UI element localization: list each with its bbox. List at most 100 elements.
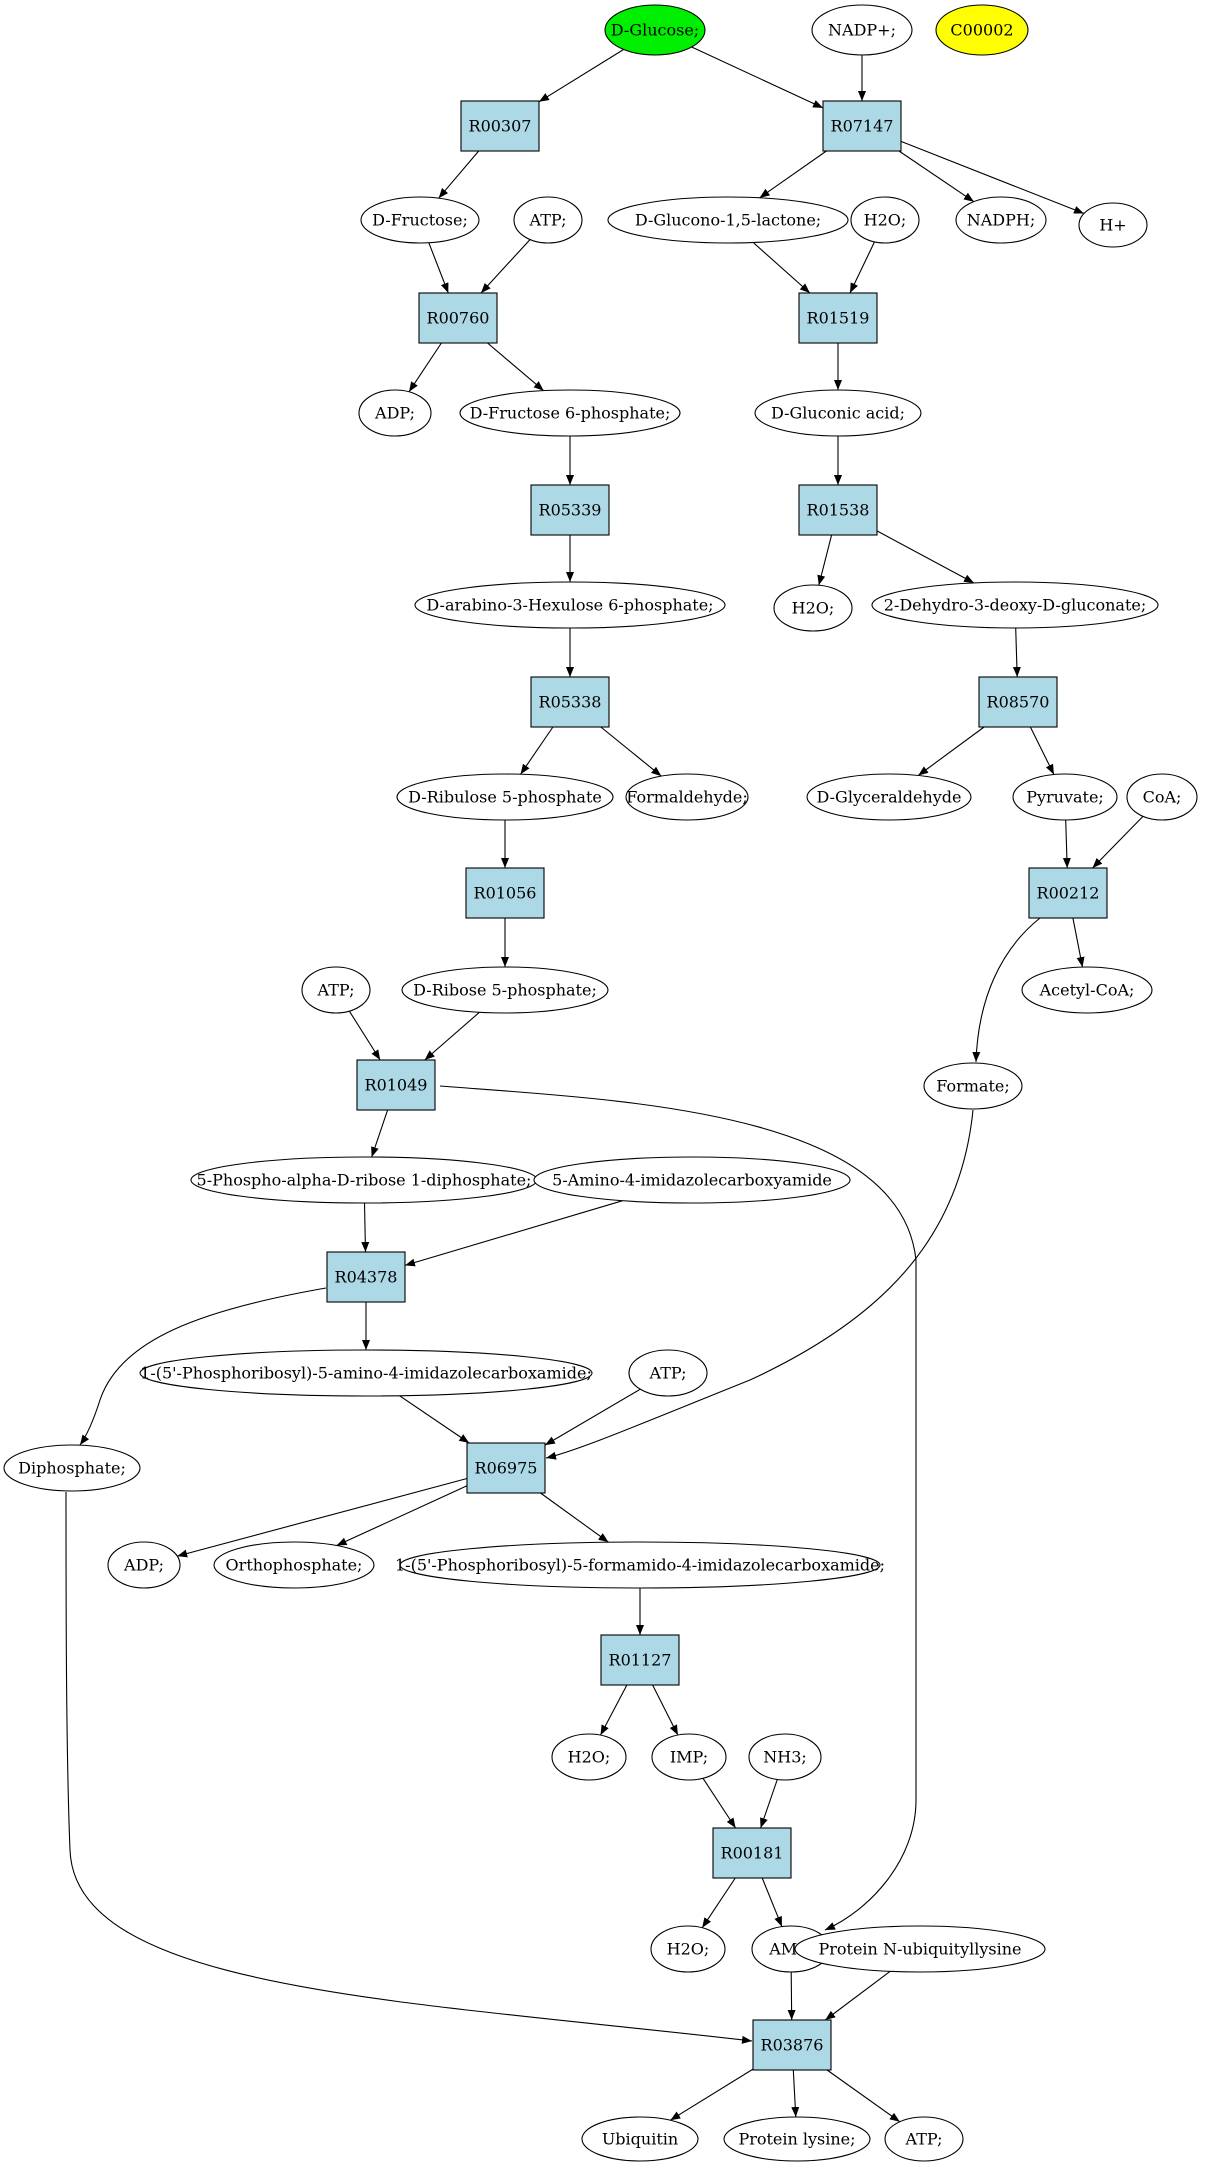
compound-node-h2o2[interactable]: H2O; bbox=[773, 584, 853, 632]
compound-node-c00002[interactable]: C00002 bbox=[935, 4, 1029, 56]
edge-r01538-to-kdg bbox=[876, 530, 975, 584]
compound-node-ribulose[interactable]: D-Ribulose 5-phosphate bbox=[396, 773, 614, 821]
compound-node-aicar[interactable]: 1-(5'-Phosphoribosyl)-5-amino-4-imidazol… bbox=[139, 1349, 593, 1397]
compound-ellipse bbox=[923, 1062, 1023, 1110]
reaction-box bbox=[1028, 867, 1108, 919]
compound-node-faicar[interactable]: 1-(5'-Phosphoribosyl)-5-formamido-4-imid… bbox=[395, 1541, 885, 1589]
reaction-node-r01127[interactable]: R01127 bbox=[600, 1634, 680, 1686]
compound-node-ubiquityl[interactable]: Protein N-ubiquityllysine bbox=[794, 1925, 1046, 1973]
reaction-box bbox=[530, 676, 610, 728]
compound-ellipse bbox=[955, 196, 1047, 244]
compound-node-f6p[interactable]: D-Fructose 6-phosphate; bbox=[459, 389, 681, 437]
node-label: D-Glyceraldehyde bbox=[817, 788, 962, 807]
compound-node-formaldehyde[interactable]: Formaldehyde; bbox=[625, 773, 749, 821]
reaction-node-r00181[interactable]: R00181 bbox=[712, 1827, 792, 1879]
compound-node-hplus[interactable]: H+ bbox=[1078, 202, 1148, 248]
compound-node-ribose[interactable]: D-Ribose 5-phosphate; bbox=[401, 966, 609, 1014]
reaction-node-r01056[interactable]: R01056 bbox=[465, 867, 545, 919]
compound-node-h2o4[interactable]: H2O; bbox=[650, 1925, 726, 1973]
compound-node-hexulose[interactable]: D-arabino-3-Hexulose 6-phosphate; bbox=[414, 581, 726, 629]
compound-node-glucono[interactable]: D-Glucono-1,5-lactone; bbox=[607, 196, 849, 244]
node-label: Protein N-ubiquityllysine bbox=[818, 1940, 1021, 1959]
edge-r08570-to-glyceraldehyde bbox=[917, 726, 985, 776]
reaction-node-r03876[interactable]: R03876 bbox=[752, 2019, 832, 2071]
reaction-box bbox=[600, 1634, 680, 1686]
reaction-node-r04378[interactable]: R04378 bbox=[326, 1251, 406, 1303]
compound-node-diphosphate[interactable]: Diphosphate; bbox=[3, 1444, 141, 1492]
compound-node-orthophosphate[interactable]: Orthophosphate; bbox=[213, 1541, 375, 1589]
reaction-box bbox=[418, 292, 498, 344]
node-label: R01519 bbox=[807, 309, 870, 328]
compound-node-adp1[interactable]: ADP; bbox=[358, 389, 432, 437]
compound-node-lysine[interactable]: Protein lysine; bbox=[723, 2116, 871, 2162]
reaction-node-r05338[interactable]: R05338 bbox=[530, 676, 610, 728]
edge-r05338-to-ribulose bbox=[520, 726, 554, 775]
edge-r03876-to-atp4 bbox=[826, 2069, 901, 2123]
edge-r01127-to-imp bbox=[652, 1684, 679, 1736]
compound-node-adp2[interactable]: ADP; bbox=[107, 1541, 181, 1589]
edge-r03876-to-lysine bbox=[791, 2069, 800, 2118]
edge-r00212-to-formate bbox=[972, 917, 1041, 1063]
compound-node-atp1[interactable]: ATP; bbox=[513, 196, 583, 244]
reaction-node-r07147[interactable]: R07147 bbox=[822, 100, 902, 152]
compound-node-acetylcoa[interactable]: Acetyl-CoA; bbox=[1021, 966, 1153, 1014]
compound-ellipse bbox=[459, 389, 681, 437]
edge-r04378-to-diphosphate bbox=[79, 1287, 327, 1446]
edge-r00181-to-h2o4 bbox=[701, 1877, 736, 1929]
compound-node-gluconic[interactable]: D-Gluconic acid; bbox=[754, 389, 922, 437]
compound-node-imp[interactable]: IMP; bbox=[651, 1733, 727, 1781]
node-label: R05338 bbox=[539, 693, 602, 712]
edge-r01127-to-h2o3 bbox=[600, 1684, 628, 1736]
reaction-node-r00307[interactable]: R00307 bbox=[460, 100, 540, 152]
edge-r00760-to-f6p bbox=[487, 342, 545, 392]
reaction-box bbox=[798, 292, 878, 344]
compound-node-kdg[interactable]: 2-Dehydro-3-deoxy-D-gluconate; bbox=[871, 581, 1159, 629]
node-label: R00212 bbox=[1037, 884, 1100, 903]
reaction-node-r08570[interactable]: R08570 bbox=[978, 676, 1058, 728]
node-label: R00307 bbox=[469, 117, 532, 136]
node-label: D-arabino-3-Hexulose 6-phosphate; bbox=[426, 596, 713, 615]
node-label: Ubiquitin bbox=[602, 2130, 678, 2149]
edge-h2o1-to-r01519 bbox=[849, 241, 875, 294]
reaction-node-r00212[interactable]: R00212 bbox=[1028, 867, 1108, 919]
node-label: D-Ribose 5-phosphate; bbox=[413, 981, 597, 1000]
reaction-node-r01519[interactable]: R01519 bbox=[798, 292, 878, 344]
reaction-box bbox=[530, 484, 610, 536]
reaction-node-r06975[interactable]: R06975 bbox=[466, 1442, 546, 1494]
compound-node-pyruvate[interactable]: Pyruvate; bbox=[1012, 773, 1118, 821]
reaction-node-r05339[interactable]: R05339 bbox=[530, 484, 610, 536]
compound-node-atp3[interactable]: ATP; bbox=[628, 1349, 708, 1397]
compound-node-ubiquitin[interactable]: Ubiquitin bbox=[581, 2116, 699, 2162]
reaction-node-r01538[interactable]: R01538 bbox=[798, 484, 878, 536]
compound-node-h2o3[interactable]: H2O; bbox=[551, 1733, 627, 1781]
reaction-node-r00760[interactable]: R00760 bbox=[418, 292, 498, 344]
compound-node-aica[interactable]: 5-Amino-4-imidazolecarboxyamide bbox=[533, 1156, 851, 1204]
compound-node-prpp[interactable]: 5-Phospho-alpha-D-ribose 1-diphosphate; bbox=[190, 1156, 538, 1204]
compound-ellipse bbox=[533, 1156, 851, 1204]
node-label: 5-Amino-4-imidazolecarboxyamide bbox=[552, 1171, 832, 1190]
compound-node-h2o1[interactable]: H2O; bbox=[850, 196, 920, 244]
compound-node-formate[interactable]: Formate; bbox=[923, 1062, 1023, 1110]
compound-node-nadp[interactable]: NADP+; bbox=[811, 4, 913, 56]
compound-node-atp4[interactable]: ATP; bbox=[884, 2116, 964, 2162]
compound-ellipse bbox=[935, 4, 1029, 56]
edge-formate-to-r06975 bbox=[545, 1109, 974, 1460]
compound-node-glyceraldehyde[interactable]: D-Glyceraldehyde bbox=[806, 773, 972, 821]
edge-r01538-to-h2o2 bbox=[817, 534, 833, 586]
compound-node-nh3[interactable]: NH3; bbox=[748, 1733, 822, 1781]
edge-r01049-to-prpp bbox=[371, 1109, 389, 1158]
compound-node-atp2[interactable]: ATP; bbox=[301, 966, 371, 1014]
edge-aicar-to-r06975 bbox=[399, 1395, 470, 1444]
compound-node-fructose[interactable]: D-Fructose; bbox=[360, 196, 480, 244]
edge-r07147-to-nadph bbox=[898, 150, 975, 203]
node-label: IMP; bbox=[670, 1748, 708, 1767]
node-label: R00760 bbox=[427, 309, 490, 328]
node-label: Protein lysine; bbox=[738, 2130, 855, 2149]
edge-diphosphate-to-r03876 bbox=[65, 1491, 753, 2044]
compound-node-glucose[interactable]: D-Glucose; bbox=[604, 4, 706, 56]
reaction-box bbox=[466, 1442, 546, 1494]
compound-node-nadph[interactable]: NADPH; bbox=[955, 196, 1047, 244]
compound-node-coa[interactable]: CoA; bbox=[1126, 773, 1198, 821]
reaction-node-r01049[interactable]: R01049 bbox=[356, 1059, 436, 1111]
